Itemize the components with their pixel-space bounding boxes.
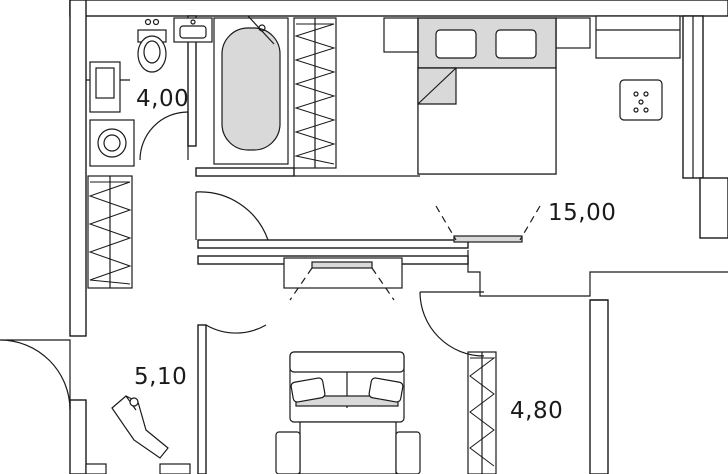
pillow-right — [495, 29, 537, 59]
hall-wall-right — [197, 324, 207, 474]
corridor-door-swing — [195, 191, 269, 241]
kitchen-wall-right — [589, 299, 609, 474]
chair-right — [395, 431, 421, 474]
kitchen-door-swing — [419, 291, 485, 357]
pillow-left — [435, 29, 477, 59]
cushion-left — [290, 377, 326, 403]
nightstand-right — [555, 17, 591, 49]
entrance-door-swing — [0, 339, 71, 411]
wardrobes — [87, 17, 497, 474]
hall-door-swing — [205, 324, 267, 334]
radiator-shelf — [595, 15, 681, 59]
living-tv — [311, 261, 373, 269]
dining-table — [299, 421, 397, 474]
bedroom-tv — [453, 235, 523, 243]
hallway-items — [85, 395, 191, 474]
shoe-rack — [85, 463, 107, 474]
area-bedroom: 15,00 — [548, 200, 617, 226]
bath-wall-right — [187, 15, 197, 147]
toilet-bowl — [137, 35, 167, 73]
corridor-wall-top — [197, 239, 469, 249]
living-tv-unit — [283, 257, 403, 301]
left-wall-lower — [69, 399, 87, 474]
outer-walls — [69, 0, 728, 474]
doors — [0, 111, 485, 411]
washing-machine-drum-icon — [97, 128, 127, 158]
bathroom-fixtures — [86, 15, 289, 167]
bathroom-door-swing — [139, 111, 189, 161]
area-hallway: 5,10 — [134, 364, 188, 390]
left-wall-upper — [69, 0, 87, 337]
area-kitchen: 4,80 — [510, 398, 564, 424]
top-wall — [69, 0, 728, 17]
bedroom-furniture — [383, 15, 681, 243]
area-bathroom: 4,00 — [136, 86, 190, 112]
bath-wall-bottom — [195, 167, 295, 177]
chair-left — [275, 431, 301, 474]
coat-icon — [111, 395, 169, 459]
nightstand-left — [383, 17, 419, 53]
living-furniture — [275, 351, 421, 474]
right-wall-notch — [699, 177, 728, 239]
cushion-right — [368, 377, 404, 403]
